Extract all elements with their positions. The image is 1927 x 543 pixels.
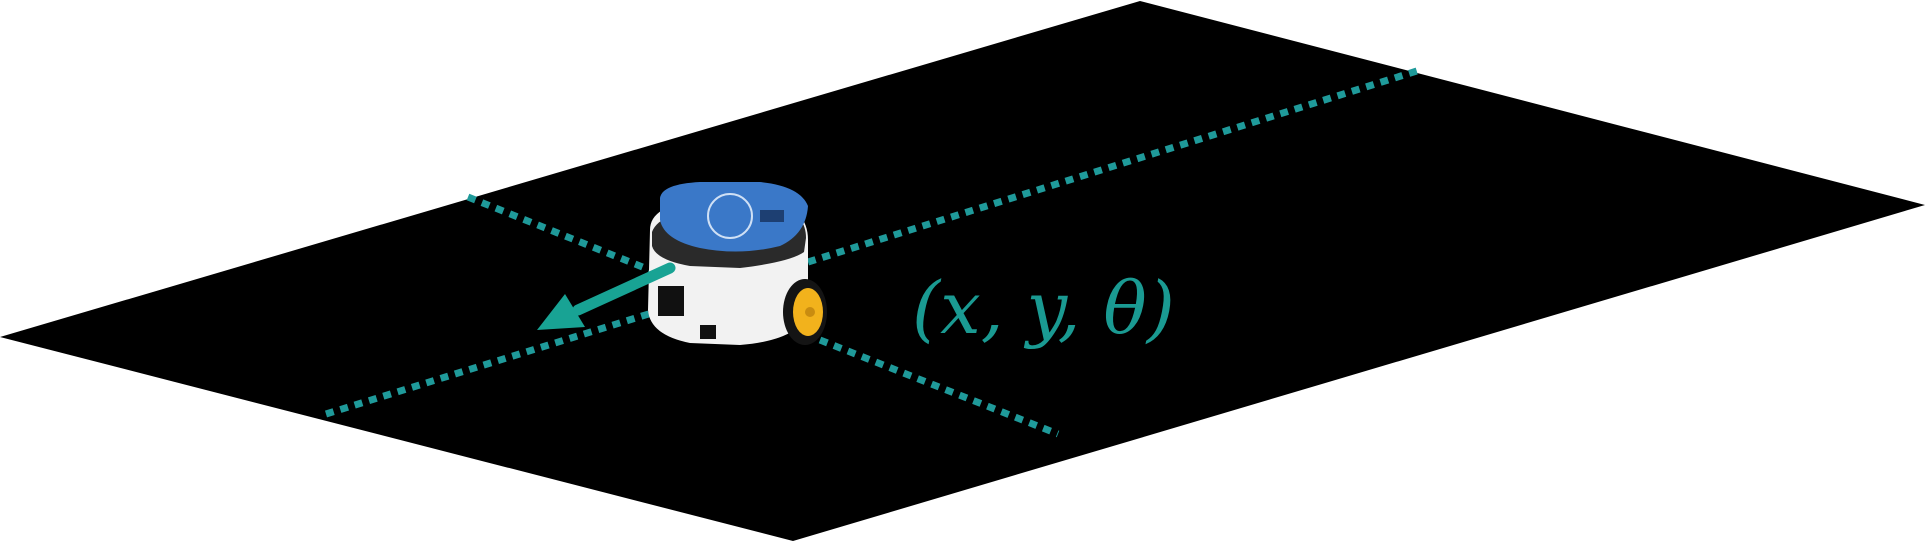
robot-board-circle bbox=[707, 193, 753, 239]
x-axis-dotted-back bbox=[466, 193, 657, 276]
y-axis-dotted-far bbox=[806, 66, 1422, 266]
heading-arrow bbox=[537, 262, 676, 330]
robot-wheel-center bbox=[805, 307, 815, 317]
robot-photo bbox=[648, 182, 827, 345]
robot-side-sensor bbox=[658, 286, 684, 316]
robot-top-board bbox=[660, 182, 808, 252]
y-axis-dotted-near bbox=[324, 308, 657, 418]
pose-label: (x, y, θ) bbox=[912, 266, 1175, 350]
robot-board-chip bbox=[760, 210, 784, 222]
robot-front-sensor bbox=[700, 325, 716, 339]
heading-arrow-head bbox=[537, 294, 585, 330]
x-axis-dotted-front bbox=[818, 336, 1060, 438]
heading-arrow-shaft bbox=[572, 262, 676, 316]
